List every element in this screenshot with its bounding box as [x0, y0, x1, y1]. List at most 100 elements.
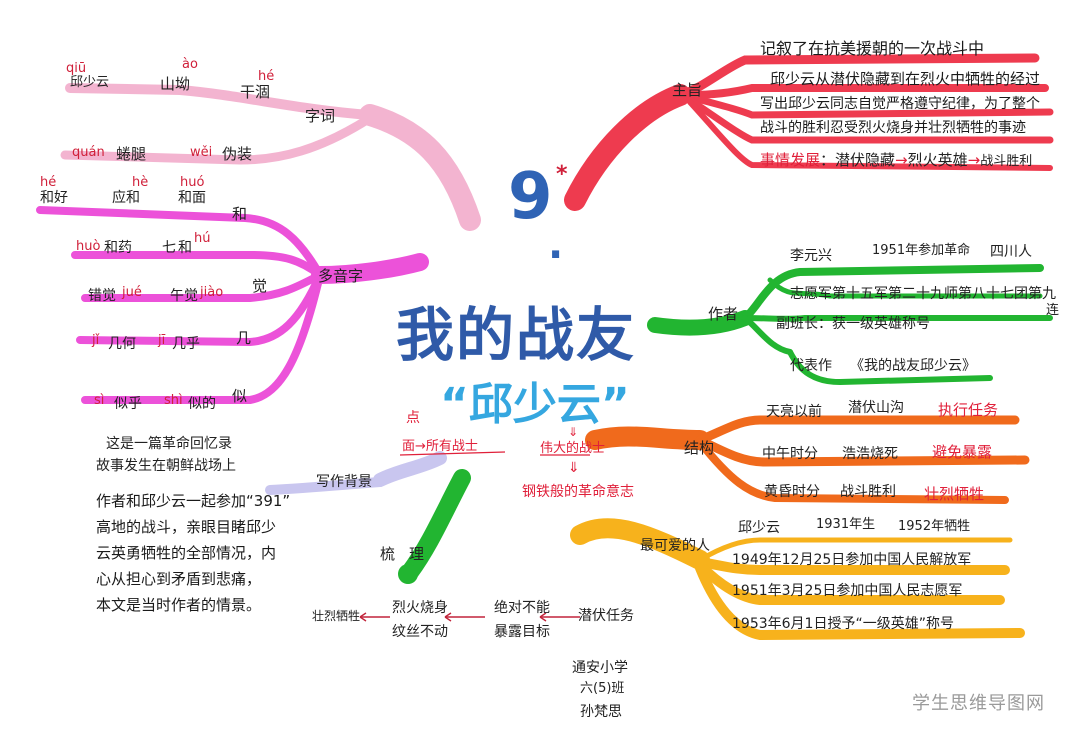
- zuozhe-place: 四川人: [990, 244, 1032, 260]
- zhuzhi-line-3: 写出邱少云同志自觉严格遵守纪律，为了整个: [760, 96, 1040, 112]
- zici-word-3: 干涸: [240, 83, 271, 101]
- signature-name: 孙梵思: [580, 704, 622, 720]
- jue-word-2: 午觉: [170, 288, 198, 304]
- shuli-step-4: 壮烈牺牲: [312, 609, 361, 623]
- duoyinzi-branch: [36, 206, 429, 404]
- jue-word-1: 错觉: [88, 288, 116, 304]
- si-word-2: 似的: [188, 396, 216, 412]
- si-py-1: sì: [94, 393, 105, 408]
- beijing-para-5: 本文是当时作者的情景。: [96, 596, 262, 614]
- zhuzhi-label: 主旨: [672, 81, 703, 99]
- zici-py-5: wěi: [190, 145, 213, 160]
- zuozhe-rank: 副班长：获一级英雄称号: [776, 316, 930, 332]
- plot-arrow-2: →: [967, 151, 981, 169]
- he-word-2: 应和: [112, 190, 140, 206]
- jiegou-branch: [585, 415, 1030, 504]
- keai-died: 1952年牺牲: [898, 519, 971, 534]
- zuozhe-name: 李元兴: [790, 248, 832, 264]
- jue-py-2: jiào: [200, 285, 224, 300]
- zhuzhi-plot: 事情发展：潜伏隐藏→烈火英雄→战斗胜利: [760, 151, 1033, 170]
- he-word-6: 七: [162, 240, 176, 256]
- great-down-arrow-top: ⇓: [568, 425, 579, 439]
- zici-word-1: 邱少云: [70, 75, 110, 90]
- zuozhe-unit-end: 连: [1046, 303, 1060, 318]
- beijing-para-3: 云英勇牺牲的全部情况，内: [96, 544, 277, 562]
- zuozhe-unit: 志愿军第十五军第二十九师第八十七团第九: [790, 286, 1056, 302]
- duoyinzi-label: 多音字: [318, 267, 364, 285]
- shuli-step-2a: 绝对不能: [494, 600, 550, 616]
- shuli-step-3b: 纹丝不动: [392, 624, 448, 640]
- beijing-branch: [265, 451, 447, 495]
- dian-label: 点: [406, 410, 420, 426]
- lesson-number: 9: [508, 160, 553, 234]
- duoyin-char-ji: 几: [236, 329, 252, 347]
- he-word-3: 和面: [178, 190, 206, 206]
- keai-label: 最可爱的人: [640, 538, 710, 554]
- he-word-5: 和: [178, 240, 192, 256]
- ji-py-2: jī: [158, 333, 166, 348]
- beijing-line-2: 故事发生在朝鲜战场上: [96, 458, 236, 474]
- he-py-3: huó: [180, 175, 205, 190]
- zhuzhi-line-2: 邱少云从潜伏隐藏到在烈火中牺牲的经过: [770, 70, 1041, 88]
- signature-school: 通安小学: [572, 660, 628, 676]
- jiegou-time-2: 中午时分: [762, 446, 818, 462]
- jiegou-result-3: 壮烈牺牲: [924, 485, 985, 503]
- great-down-arrow: ⇓: [568, 460, 580, 476]
- plot-arrow-1: →: [895, 151, 908, 169]
- shuli-arrows: [359, 612, 580, 622]
- jiegou-event-1: 潜伏山沟: [848, 400, 904, 416]
- keai-name: 邱少云: [738, 520, 780, 536]
- he-py-2: hè: [132, 175, 149, 190]
- zici-py-4: quán: [72, 145, 105, 160]
- plot-label: 事情发展: [760, 151, 821, 169]
- shuli-branch: [398, 469, 471, 584]
- mian-label: 面→所有战士: [402, 439, 478, 454]
- jiegou-time-1: 天亮以前: [766, 404, 822, 420]
- watermark: 学生思维导图网: [912, 693, 1045, 714]
- shuli-step-3a: 烈火烧身: [392, 600, 448, 616]
- zici-word-4: 蜷腿: [116, 145, 147, 163]
- shuli-label: 梳理: [380, 545, 439, 563]
- great-soldier: 伟大的战士: [540, 441, 606, 456]
- zici-label: 字词: [305, 107, 336, 125]
- beijing-line-1: 这是一篇革命回忆录: [106, 436, 232, 452]
- beijing-para-1: 作者和邱少云一起参加“391”: [96, 492, 291, 510]
- beijing-label: 写作背景: [316, 474, 372, 490]
- dianmian-lines: [399, 451, 590, 456]
- he-py-1: hé: [40, 175, 57, 190]
- zuozhe-branch: [647, 264, 1053, 386]
- zici-branch: [60, 83, 481, 231]
- he-word-1: 和好: [40, 190, 68, 206]
- shuli-step-2b: 暴露目标: [494, 624, 550, 640]
- duoyin-char-jue: 觉: [252, 277, 268, 295]
- jiegou-label: 结构: [684, 439, 715, 457]
- jiegou-time-3: 黄昏时分: [764, 484, 820, 500]
- plot-step-3: 战斗胜利: [980, 154, 1033, 169]
- zuozhe-label: 作者: [708, 305, 739, 323]
- beijing-para-2: 高地的战斗，亲眼目睹邱少: [96, 518, 277, 536]
- spirit-text: 钢铁般的革命意志: [522, 484, 634, 500]
- zhuzhi-line-1: 记叙了在抗美援朝的一次战斗中: [760, 39, 985, 58]
- page-title: 我的战友: [396, 301, 637, 369]
- ji-py-1: jǐ: [92, 333, 100, 348]
- keai-branch: [570, 518, 1025, 641]
- zici-py-2: ào: [182, 57, 198, 72]
- he-word-4: 和药: [104, 240, 132, 256]
- keai-event-1: 1949年12月25日参加中国人民解放军: [732, 552, 972, 568]
- zici-word-5: 伪装: [222, 145, 253, 163]
- zici-py-1: qiū: [66, 61, 87, 76]
- zici-py-3: hé: [258, 69, 275, 84]
- jue-py-1: jué: [122, 285, 142, 300]
- zuozhe-works-label: 代表作: [790, 358, 832, 374]
- keai-event-2: 1951年3月25日参加中国人民志愿军: [732, 583, 963, 599]
- plot-sep: ：: [820, 151, 836, 169]
- zuozhe-year: 1951年参加革命: [872, 243, 971, 258]
- he-py-4: huò: [76, 239, 101, 254]
- jiegou-result-2: 避免暴露: [932, 443, 993, 461]
- zuozhe-works-title: 《我的战友邱少云》: [850, 358, 976, 374]
- si-py-2: shì: [164, 393, 183, 408]
- ji-word-2: 几乎: [172, 336, 200, 352]
- plot-step-2: 烈火英雄: [907, 151, 968, 169]
- duoyin-char-si: 似: [232, 387, 248, 405]
